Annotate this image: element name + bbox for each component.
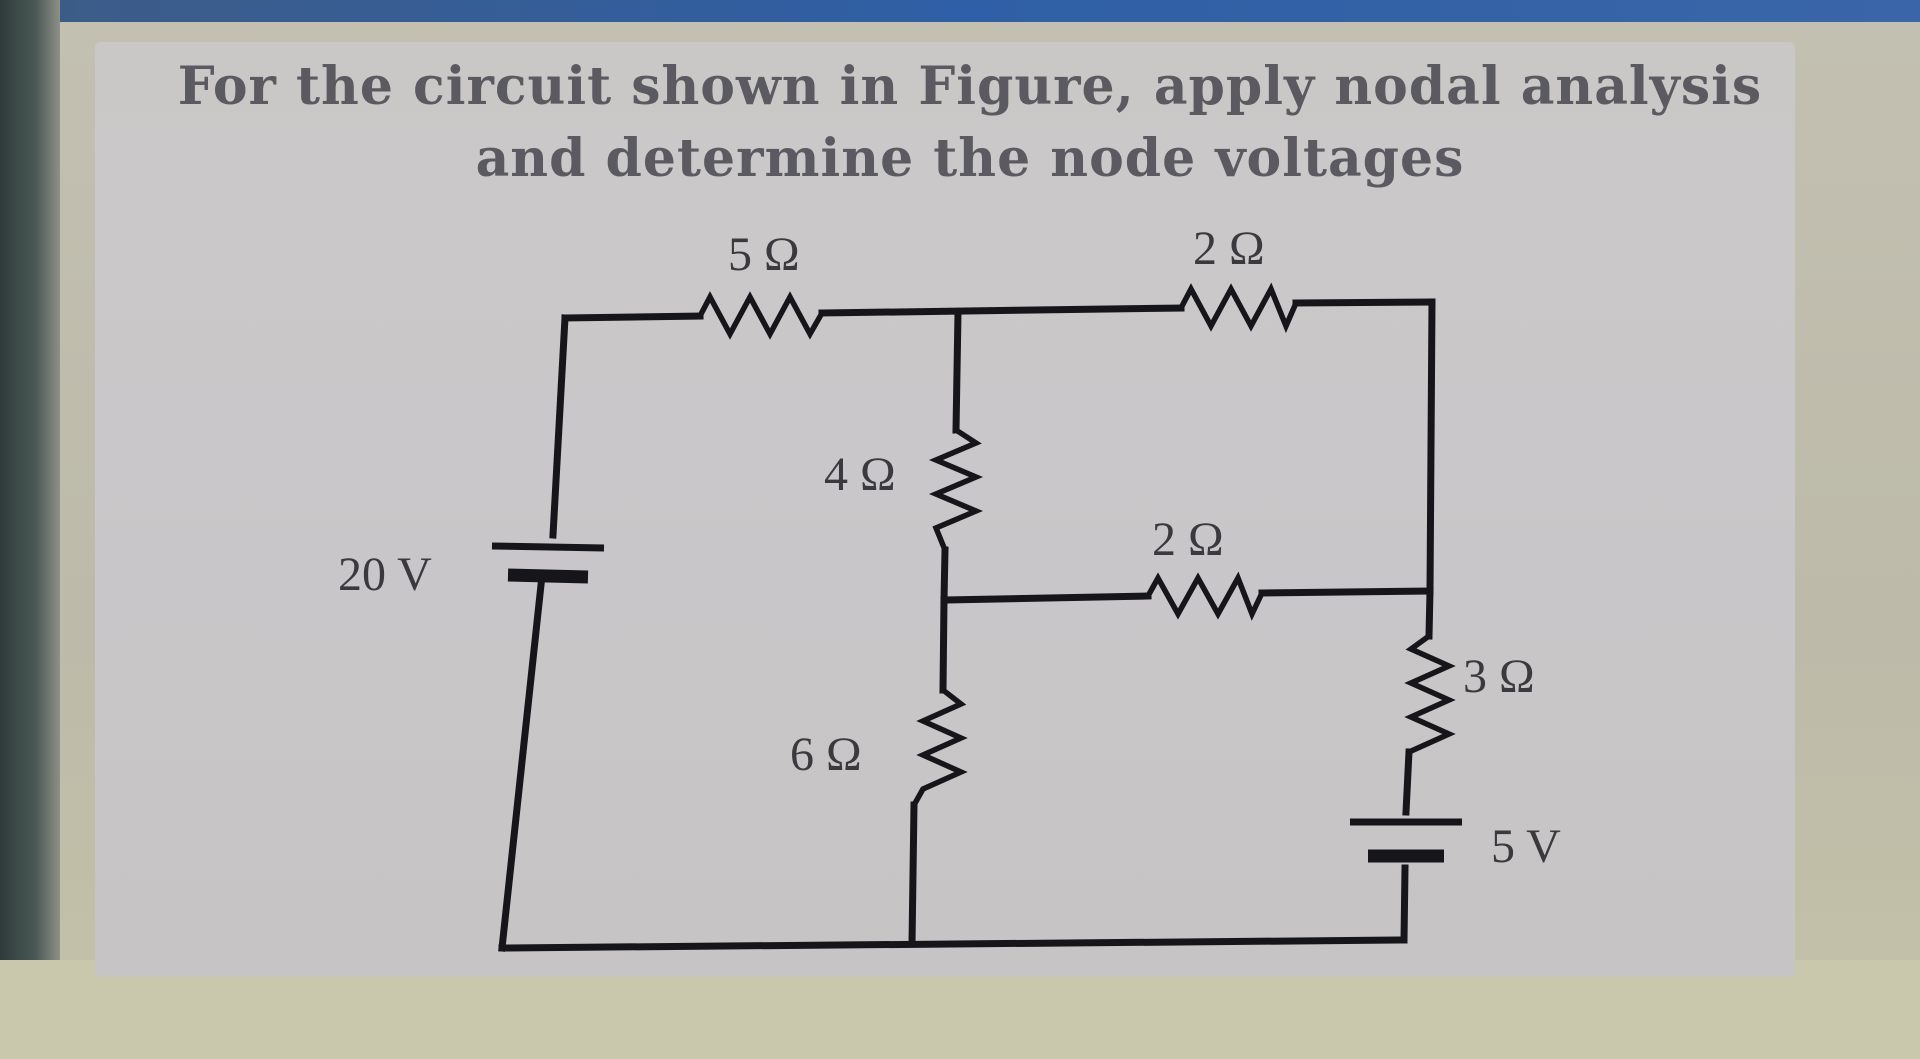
window-title-bar [0, 0, 1920, 22]
wire-top-middle [818, 304, 1185, 317]
resistor-5-ohm-top [697, 291, 825, 340]
wire-node-c-down [1425, 587, 1434, 640]
resistor-2-ohm-top [1178, 282, 1299, 334]
question-line-2: and determine the node voltages [475, 128, 1465, 189]
label-5-ohm: 5 Ω [728, 228, 800, 281]
wire-bottom [498, 936, 1408, 952]
resistor-3-ohm-vertical [1404, 633, 1456, 755]
wire-node-b-down [939, 596, 948, 694]
wire-5v-to-bottom [1400, 864, 1409, 944]
wire-left-upper [549, 314, 569, 539]
resistor-6-ohm-vertical [911, 687, 968, 807]
label-20-volt: 20 V [338, 548, 432, 601]
wire-3ohm-to-5v [1402, 748, 1413, 816]
wire-right-upper [1426, 298, 1436, 595]
label-6-ohm: 6 Ω [790, 728, 862, 781]
question-line-1: For the circuit shown in Figure, apply n… [177, 56, 1763, 117]
label-4-ohm: 4 Ω [824, 448, 896, 501]
battery-20v-long-plate [491, 542, 605, 552]
wire-6ohm-to-bottom [908, 801, 918, 948]
wire-4ohm-to-node-b [940, 546, 949, 604]
question-card [95, 42, 1795, 977]
monitor-bezel [0, 0, 60, 1059]
wire-left-lower [498, 581, 545, 952]
wire-node-a-down [952, 309, 962, 434]
label-2-ohm-middle: 2 Ω [1152, 513, 1224, 566]
label-5-volt: 5 V [1491, 820, 1561, 873]
wire-node-b-right [940, 592, 1152, 604]
resistor-4-ohm-vertical [928, 427, 984, 552]
wire-top-right [1292, 298, 1436, 307]
wire-mid-2ohm-to-c [1258, 587, 1434, 597]
wire-top-left [561, 312, 704, 322]
resistor-2-ohm-middle [1145, 571, 1265, 621]
label-2-ohm-top: 2 Ω [1193, 222, 1265, 275]
label-3-ohm: 3 Ω [1463, 650, 1535, 703]
battery-20v-short-plate [507, 568, 589, 584]
